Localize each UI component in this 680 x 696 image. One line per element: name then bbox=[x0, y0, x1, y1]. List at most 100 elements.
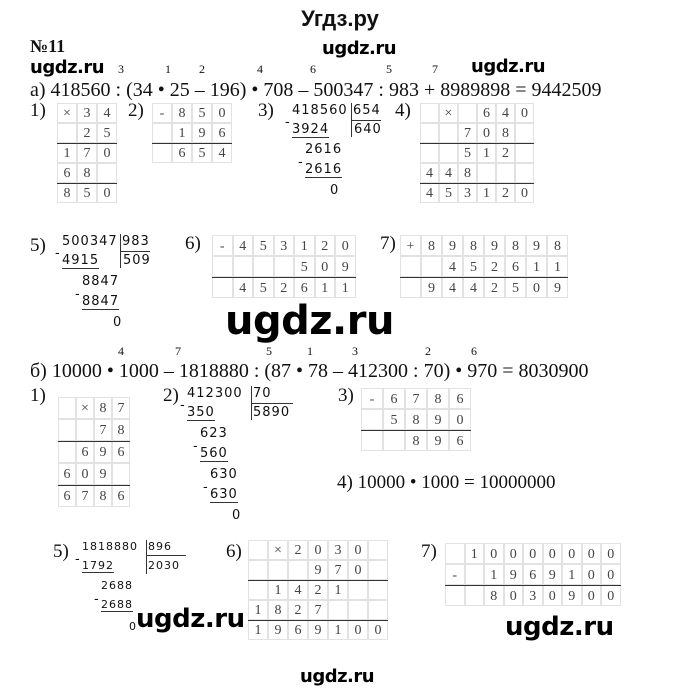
order-number: 1 bbox=[307, 344, 313, 358]
partial-product: 8847 bbox=[82, 294, 120, 310]
grid-cell: 2 bbox=[273, 277, 294, 298]
grid-cell: 6 bbox=[449, 430, 471, 451]
expression-a: а) 418560 : (34 • 25 – 196) • 708 – 5003… bbox=[30, 79, 602, 101]
grid-cell: 9 bbox=[335, 256, 356, 277]
grid-cell: - bbox=[152, 103, 172, 123]
grid-cell: 6 bbox=[212, 123, 232, 143]
grid-cell: 2 bbox=[496, 183, 515, 203]
grid-cell: 5 bbox=[192, 103, 212, 123]
grid-cell: 5 bbox=[294, 256, 315, 277]
grid-cell: 8 bbox=[421, 235, 442, 256]
grid-cell: 9 bbox=[268, 620, 288, 640]
grid-cell: 0 bbox=[581, 543, 601, 564]
grid-cell: 1 bbox=[526, 256, 547, 277]
step-label: 1) bbox=[30, 100, 46, 121]
grid-cell bbox=[515, 123, 534, 143]
grid-cell bbox=[152, 143, 172, 163]
grid-cell bbox=[112, 463, 130, 485]
grid-cell: × bbox=[57, 103, 77, 123]
grid-cell: 1 bbox=[562, 564, 582, 585]
grid-cell: 6 bbox=[58, 463, 76, 485]
grid-cell: 3 bbox=[273, 235, 294, 256]
grid-cell bbox=[515, 143, 534, 163]
grid-cell: 8 bbox=[405, 409, 427, 430]
grid-cell: 6 bbox=[523, 564, 543, 585]
grid-cell: 5 bbox=[253, 235, 274, 256]
grid-cell: 1 bbox=[268, 580, 288, 600]
grid-cell: 9 bbox=[421, 277, 442, 298]
grid-cell: 2 bbox=[308, 580, 328, 600]
grid-cell: 4 bbox=[496, 103, 515, 123]
grid-cell: 4 bbox=[439, 163, 458, 183]
grid-cell: 6 bbox=[58, 485, 76, 507]
grid-cell bbox=[496, 163, 515, 183]
grid-cell: 9 bbox=[94, 463, 112, 485]
watermark: ugdz.ru bbox=[30, 57, 105, 78]
grid-cell bbox=[348, 580, 368, 600]
partial-remainder: 8847 bbox=[82, 274, 120, 289]
partial-product: 560 bbox=[200, 446, 228, 462]
grid-cell: 1 bbox=[484, 564, 504, 585]
grid-cell: - bbox=[361, 388, 383, 409]
sum-rule bbox=[361, 430, 471, 431]
grid-cell: 1 bbox=[294, 235, 315, 256]
grid-cell: 8 bbox=[112, 419, 130, 441]
sum-rule bbox=[420, 183, 534, 184]
grid-cell: 6 bbox=[172, 143, 192, 163]
grid-cell: 0 bbox=[97, 143, 117, 163]
grid-cell: × bbox=[268, 540, 288, 560]
grid-cell: - bbox=[212, 235, 233, 256]
grid-cell: 8 bbox=[484, 585, 504, 606]
partial-remainder: 623 bbox=[200, 426, 228, 441]
expression-b: б) 10000 • 1000 – 1818880 : (87 • 78 – 4… bbox=[30, 360, 589, 382]
partial-product: 3924 bbox=[292, 122, 330, 138]
order-number: 2 bbox=[425, 344, 431, 358]
grid-cell: 0 bbox=[212, 103, 232, 123]
grid-cell: 9 bbox=[484, 235, 505, 256]
grid-cell: 4 bbox=[442, 256, 463, 277]
grid-cell: 6 bbox=[505, 256, 526, 277]
grid-cell: 9 bbox=[427, 409, 449, 430]
grid-cell: 9 bbox=[562, 585, 582, 606]
grid-cell: 8 bbox=[427, 388, 449, 409]
step-label: 5) bbox=[53, 541, 69, 562]
grid-cell: 4 bbox=[420, 163, 439, 183]
grid-cell: 6 bbox=[449, 388, 471, 409]
grid-cell bbox=[464, 585, 484, 606]
grid-cell bbox=[58, 441, 76, 463]
grid-cell: 1 bbox=[57, 143, 77, 163]
grid-cell: 5 bbox=[383, 409, 405, 430]
grid-cell: 4 bbox=[288, 580, 308, 600]
grid-cell: 8 bbox=[57, 183, 77, 203]
grid-cell: 1 bbox=[328, 580, 348, 600]
grid-cell bbox=[368, 560, 388, 580]
grid-cell: 1 bbox=[248, 620, 268, 640]
grid-cell: 0 bbox=[542, 543, 562, 564]
grid-cell: 2 bbox=[484, 256, 505, 277]
grid-cell: 7 bbox=[308, 600, 328, 620]
remainder: 0 bbox=[232, 508, 242, 523]
grid-cell: 8 bbox=[172, 103, 192, 123]
sum-rule bbox=[212, 277, 356, 278]
grid-cell bbox=[400, 277, 421, 298]
grid-cell bbox=[368, 540, 388, 560]
grid-cell: 0 bbox=[542, 585, 562, 606]
grid-cell bbox=[420, 143, 439, 163]
grid-cell bbox=[273, 256, 294, 277]
grid-cell: 9 bbox=[308, 620, 328, 640]
grid-cell bbox=[248, 580, 268, 600]
grid-cell bbox=[515, 163, 534, 183]
sum-rule bbox=[152, 143, 232, 144]
grid-cell: 0 bbox=[601, 564, 621, 585]
grid-cell: 0 bbox=[308, 540, 328, 560]
grid-cell bbox=[212, 277, 233, 298]
divisor: 654 bbox=[353, 103, 381, 118]
grid-cell: 9 bbox=[503, 564, 523, 585]
step-label: 4) bbox=[395, 100, 411, 121]
step-label: 7) bbox=[380, 233, 396, 254]
